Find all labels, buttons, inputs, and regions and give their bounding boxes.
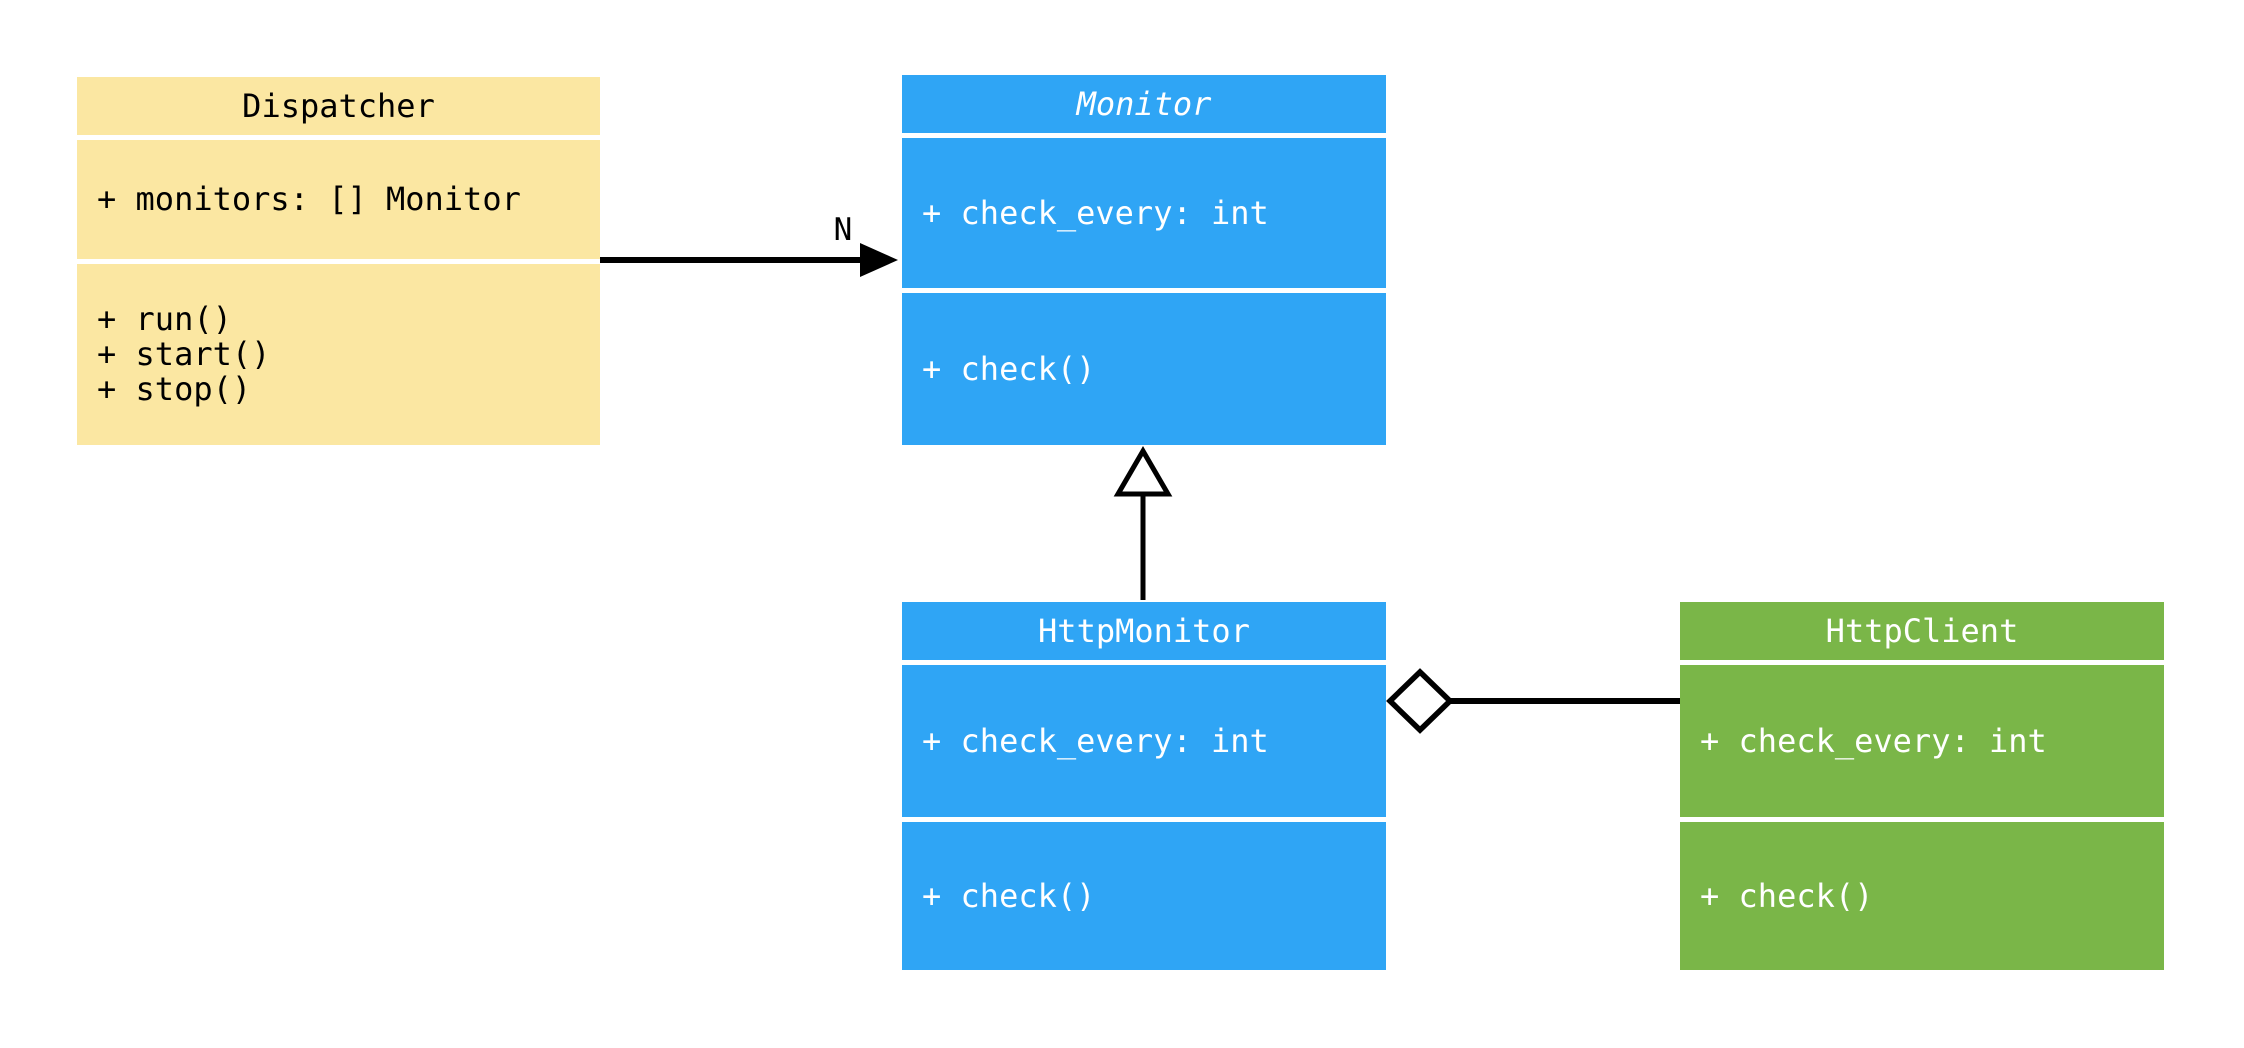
class-httpclient-methods: + check() [1680,822,2164,970]
method: + check() [1700,876,1874,915]
attribute: + check_every: int [1700,721,2047,760]
class-httpmonitor: HttpMonitor + check_every: int + check() [902,602,1386,970]
class-monitor-title: Monitor [902,75,1386,133]
class-name: Monitor [1076,85,1212,123]
association-dispatcher-monitor: N [600,212,898,277]
method: + run() [97,300,232,338]
class-monitor-methods: + check() [902,293,1386,445]
aggregation-httpmonitor-httpclient [1386,668,1680,734]
attribute: + check_every: int [922,193,1269,232]
class-dispatcher-methods: + run() + start() + stop() [77,264,600,445]
class-dispatcher: Dispatcher + monitors: [] Monitor + run(… [77,77,600,445]
attribute: + monitors: [] Monitor [97,180,521,218]
inheritance-httpmonitor-monitor [1113,446,1173,600]
method: + stop() [97,370,252,408]
aggregation-diamond-icon [1386,668,1454,734]
class-dispatcher-attributes: + monitors: [] Monitor [77,140,600,259]
method: + start() [97,335,271,373]
class-httpclient-attributes: + check_every: int [1680,665,2164,817]
class-name: Dispatcher [242,87,435,125]
class-monitor-attributes: + check_every: int [902,138,1386,288]
class-name: HttpClient [1825,612,2019,650]
class-dispatcher-title: Dispatcher [77,77,600,135]
class-httpmonitor-title: HttpMonitor [902,602,1386,660]
class-name: HttpMonitor [1038,612,1250,650]
class-httpclient: HttpClient + check_every: int + check() [1680,602,2164,970]
class-monitor: Monitor + check_every: int + check() [902,75,1386,445]
class-httpclient-title: HttpClient [1680,602,2164,660]
association-arrowhead-icon [860,243,898,277]
class-httpmonitor-attributes: + check_every: int [902,665,1386,817]
method: + check() [922,349,1096,388]
multiplicity-label: N [834,212,853,248]
class-httpmonitor-methods: + check() [902,822,1386,970]
method: + check() [922,876,1096,915]
attribute: + check_every: int [922,721,1269,760]
inheritance-triangle-icon [1113,446,1173,497]
